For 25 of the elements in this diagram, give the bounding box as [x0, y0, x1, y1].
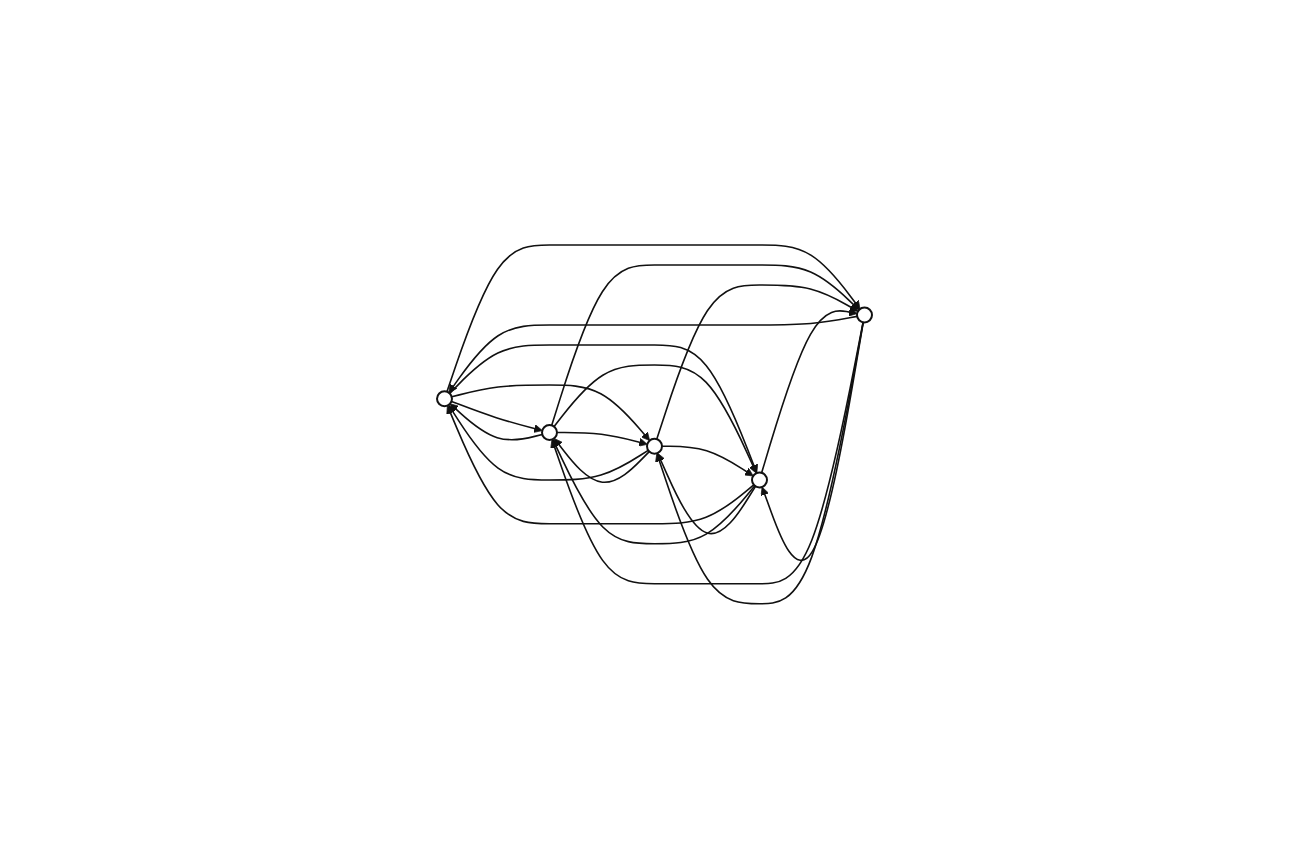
arrow: [552, 363, 757, 474]
arrow: [660, 445, 754, 476]
arrow: [549, 321, 864, 585]
arrow: [550, 263, 859, 426]
arrow: [447, 404, 649, 481]
arrow: [448, 343, 758, 474]
node-circle: [855, 306, 873, 324]
arrow: [553, 437, 650, 483]
arrow: [555, 431, 648, 447]
arrow: [445, 404, 755, 525]
node-circle: [645, 437, 663, 455]
arrow: [447, 315, 858, 393]
arrow: [450, 400, 543, 433]
arrow: [655, 283, 858, 440]
node-circle: [750, 471, 768, 489]
arrow: [656, 452, 756, 535]
arrow: [445, 243, 860, 393]
arrow: [654, 321, 864, 605]
arrow: [760, 307, 858, 474]
arrow: [450, 383, 650, 441]
arrow: [551, 438, 756, 545]
node-circle: [435, 389, 453, 407]
arrow: [449, 403, 543, 441]
arrow: [760, 321, 864, 561]
node-circle: [540, 423, 558, 441]
